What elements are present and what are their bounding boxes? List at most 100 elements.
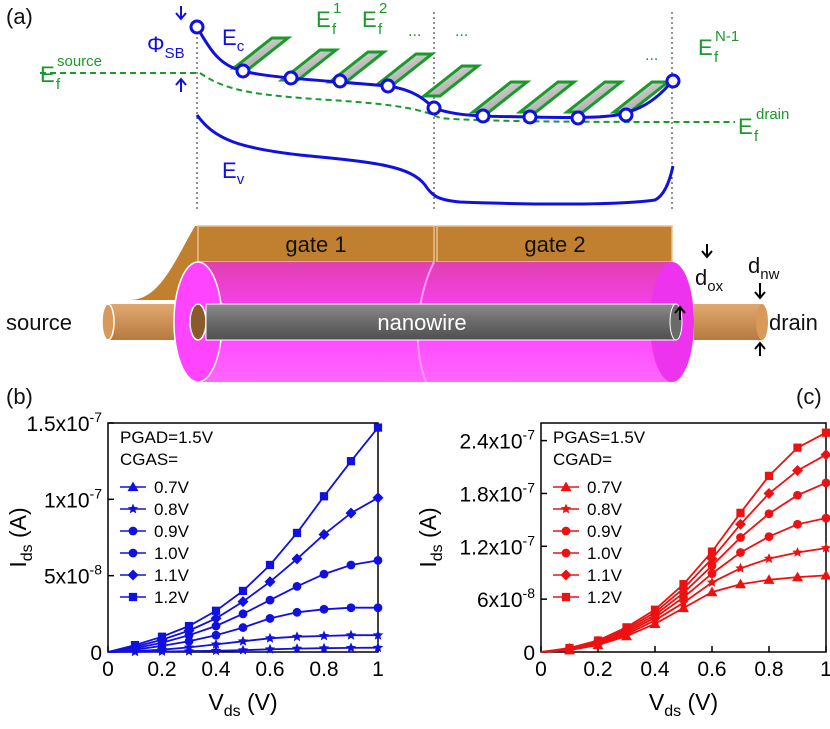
data-point [264,643,276,654]
drain-contact [694,304,762,340]
data-point [679,580,688,589]
legend-marker [128,526,138,536]
panel-label-c: (c) [796,384,822,409]
barrier-arrow-down-icon [175,6,187,21]
barrier-arrow-up-icon [175,77,187,92]
legend-marker [561,526,571,536]
fermi-level-plates [229,36,673,114]
legend-label: 0.9V [587,522,623,541]
data-point [764,532,774,542]
y-tick-label: 0 [523,642,535,665]
data-point [157,632,167,641]
ef-source-main: E [40,62,55,87]
data-point [678,597,689,608]
ef-source-sub: f [56,76,61,93]
data-point [792,571,803,582]
data-point [319,569,329,579]
x-tick-label: 1 [372,658,384,681]
fermi-plate [562,80,626,114]
ef2-sub: f [378,21,383,38]
fermi-plate [515,80,579,114]
data-point [678,602,689,613]
data-point [793,519,802,529]
data-point [372,642,384,653]
series-line [540,482,827,653]
x-axis-label: Vds (V) [208,689,277,720]
data-point [211,621,221,631]
legend-marker [127,503,139,514]
fermi-plate [468,80,532,114]
ef-drain-sub: f [754,128,759,145]
data-point [565,643,574,653]
legend-title: PGAD=1.5V [120,428,214,447]
data-point [291,631,303,642]
label-phi-sb: ΦSB [147,32,185,62]
x-tick-label: 0.8 [309,658,338,681]
data-point [210,612,222,624]
nanowire-label: nanowire [377,310,466,335]
series-11V [540,449,830,654]
data-point [372,492,384,504]
data-point [735,578,746,589]
ef-source-sup: source [57,53,102,70]
data-point [593,636,603,645]
y-tick-label: 1x10-7 [44,485,102,512]
data-point [237,635,249,646]
data-point [183,645,195,656]
axes-frame [540,422,827,653]
data-point [373,603,383,613]
x-tick-label: 0 [102,658,114,681]
nanowire [205,303,677,341]
legend-label: 0.7V [154,478,190,497]
source-contact-end [101,303,115,341]
data-point [183,641,195,652]
legend-marker [127,481,139,492]
label-ef-2: E f 2 [362,0,387,38]
legend-title: CGAD= [553,450,612,469]
dnw-arrow-up-icon [754,341,766,356]
data-point [707,547,717,556]
data-point [735,562,746,573]
ellipsis-2: ... [455,23,468,40]
data-point [318,642,330,653]
legend-label: 1.1V [154,566,190,585]
data-point [736,508,745,517]
data-point [764,471,774,480]
data-point [265,614,275,623]
data-point [264,632,276,643]
legend-label: 1.1V [587,566,623,585]
legend-label: 1.2V [587,588,623,607]
data-point [793,443,802,452]
label-ef-drain: E f drain [738,106,789,145]
data-point [319,604,329,614]
ef1-main: E [316,7,331,32]
data-point [264,576,276,588]
data-point [821,513,830,523]
y-tick-label: 1.2x10-7 [459,532,535,559]
data-point [792,547,803,557]
y-tick-label: 0 [90,642,102,665]
label-dox: dox [695,265,724,295]
legend-marker [128,592,138,602]
x-tick-label: 0.6 [255,658,284,681]
legend-marker [560,503,572,514]
band-node [665,73,681,89]
series-12V [540,428,830,653]
x-tick-label: 0.2 [147,658,176,681]
label-ef-1: E f 1 [316,0,341,38]
data-point [211,630,221,640]
y-tick-label: 2.4x10-7 [459,427,535,454]
fermi-plate [419,64,483,98]
drain-contact-end [756,304,768,340]
data-point [373,556,383,565]
band-node [380,78,396,94]
ef-drain-main: E [738,114,753,139]
data-point [345,629,357,640]
data-point [707,561,717,571]
data-point [346,603,356,613]
data-point [650,605,660,614]
ef1-sup: 1 [333,0,341,17]
band-node [283,70,299,86]
data-point [764,509,774,519]
y-axis-label: Ids (A) [415,507,446,567]
